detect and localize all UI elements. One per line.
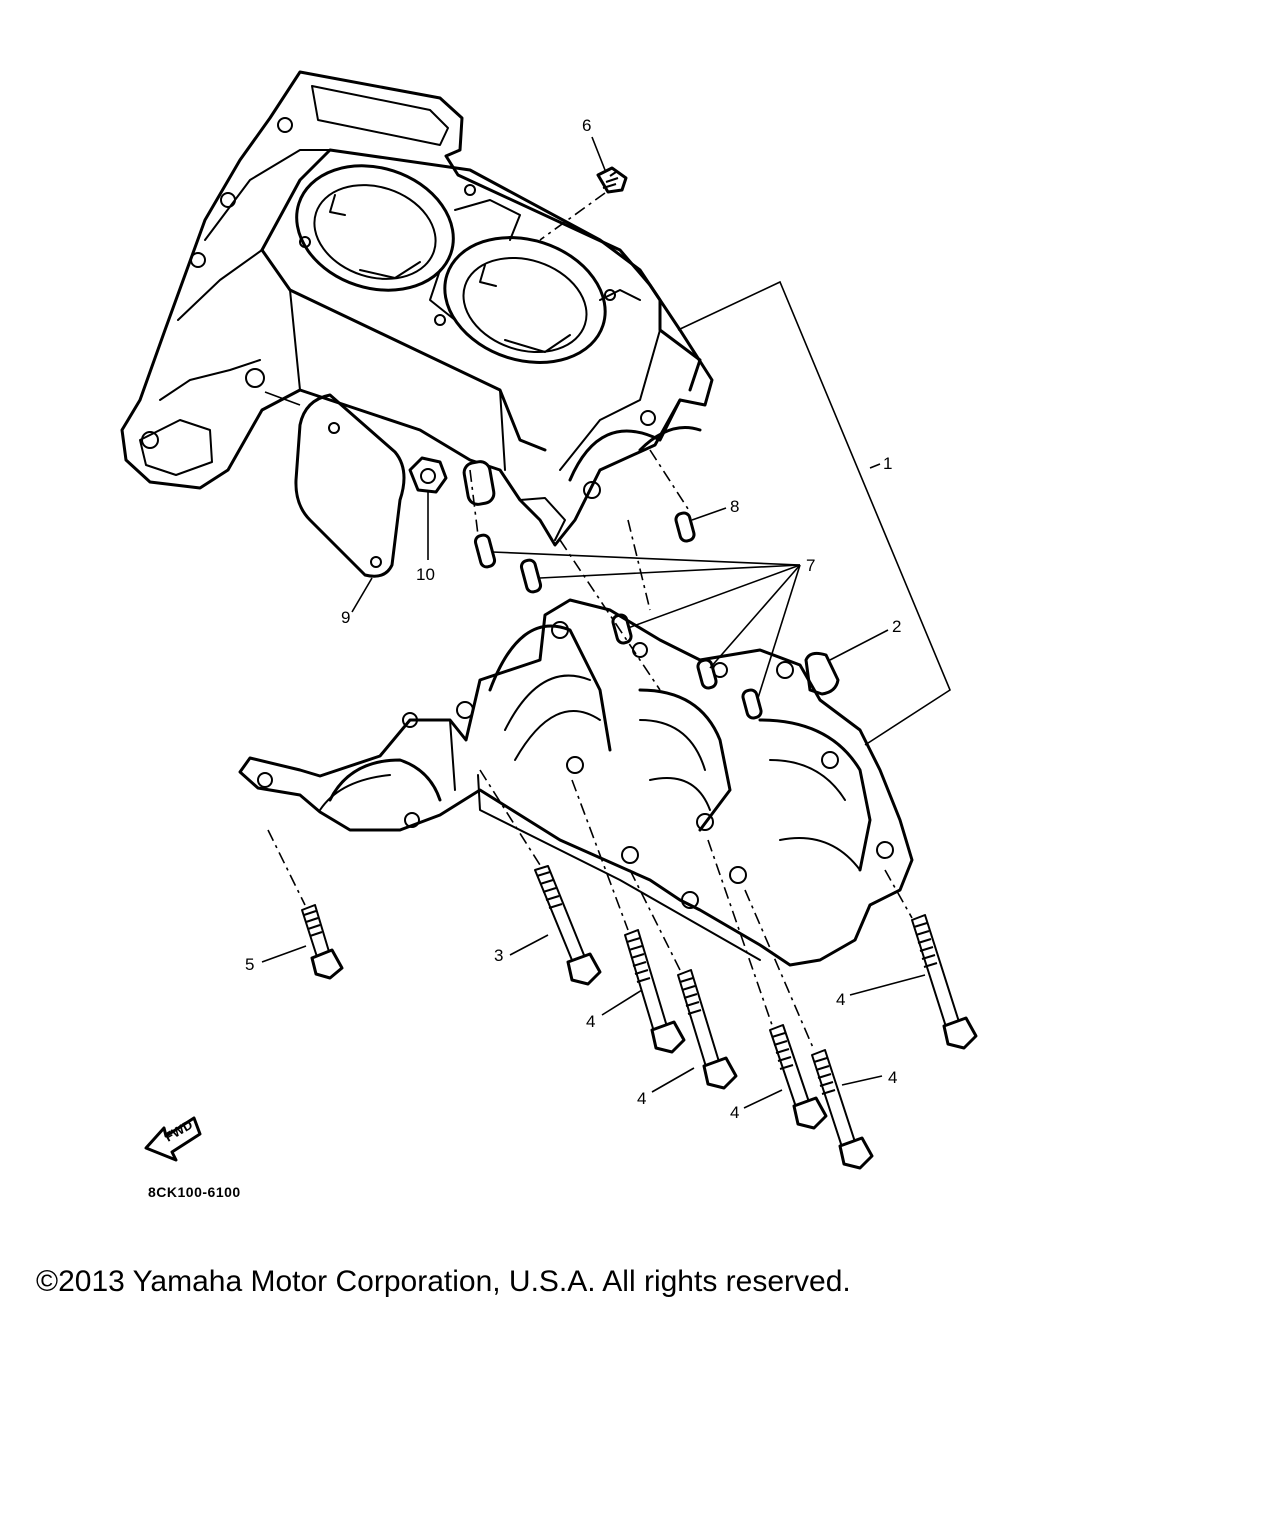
callout-5: 5 [245,955,254,974]
bolt-3 [534,865,602,986]
callout-4-e: 4 [888,1068,897,1087]
bolt-4c [769,1024,828,1130]
dowel-pins-drawing [462,460,763,720]
callout-8: 8 [730,497,739,516]
upper-crankcase-drawing [120,70,714,547]
callout-10: 10 [416,565,435,584]
callout-4-d: 4 [836,990,845,1009]
callout-4-b: 4 [637,1089,646,1108]
assembly-lines [267,449,913,1051]
callout-2: 2 [892,617,901,636]
part-code: 8CK100-6100 [148,1184,241,1200]
plug-bolt-6-drawing [596,166,628,194]
bolt-4a [624,929,686,1054]
copyright-notice: ©2013 Yamaha Motor Corporation, U.S.A. A… [36,1265,851,1298]
lower-crankcase-drawing [238,598,914,967]
callout-9: 9 [341,608,350,627]
bolt-5 [301,904,344,980]
callout-4-a: 4 [586,1012,595,1031]
plug-2-drawing [804,651,840,696]
bolts-drawing [301,865,978,1170]
bolt-4b [677,969,738,1090]
callout-1: 1 [883,454,892,473]
bolt-4d [811,1049,874,1170]
cover-plate-drawing [294,393,406,578]
callout-6: 6 [582,116,591,135]
leader-lines [261,136,951,1109]
bolt-4e [911,914,978,1050]
callout-labels: 1 2 3 4 4 4 4 4 5 6 7 8 9 10 [245,116,901,1122]
callout-4-c: 4 [730,1103,739,1122]
nut-drawing [408,456,448,494]
fwd-arrow-icon: FWD [144,1116,202,1162]
callout-7: 7 [806,556,815,575]
callout-3: 3 [494,946,503,965]
crankcase-exploded-diagram: 1 2 3 4 4 4 4 4 5 6 7 8 9 10 FWD 8CK100-… [120,70,978,1200]
